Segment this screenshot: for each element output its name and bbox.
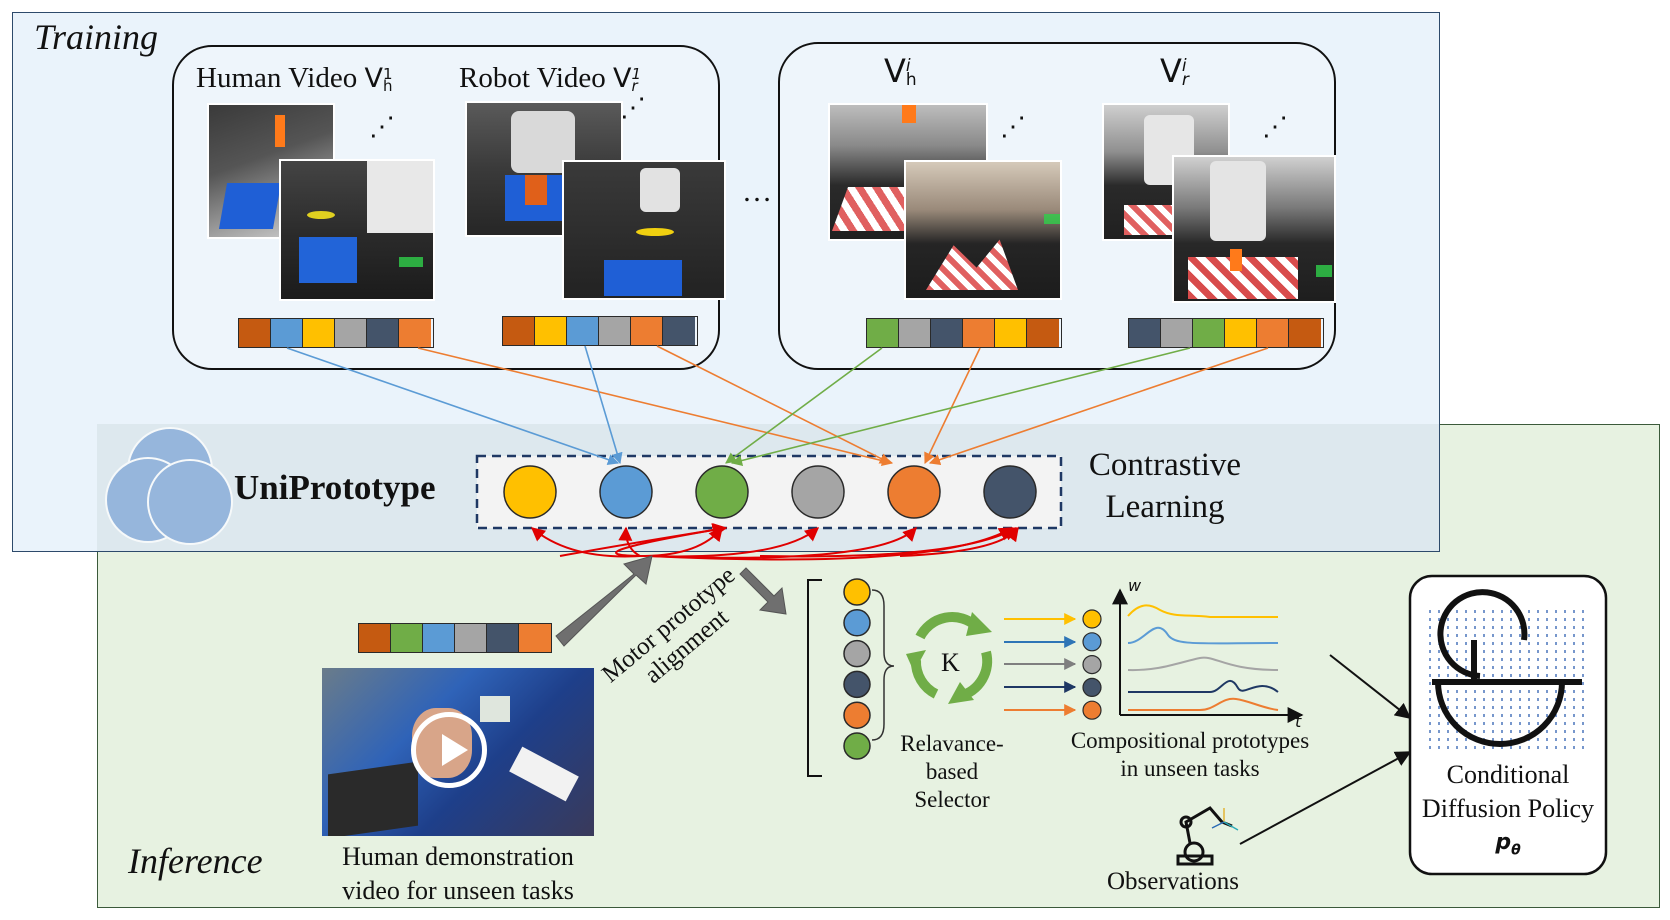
prototype-cell-blue bbox=[271, 319, 303, 347]
ellipsis-2: ⋰ bbox=[620, 93, 646, 122]
prototype-cell-dark_orange bbox=[239, 319, 271, 347]
prototype-cell-yellow bbox=[1225, 319, 1257, 347]
human-i-strip bbox=[866, 318, 1062, 348]
prototype-cell-green bbox=[1193, 319, 1225, 347]
robot-video-i-frame-2 bbox=[1172, 155, 1336, 303]
prototype-cell-orange bbox=[519, 624, 551, 652]
demo-strip bbox=[358, 623, 552, 653]
prototype-cell-yellow bbox=[995, 319, 1027, 347]
prototype-cell-gray bbox=[1161, 319, 1193, 347]
prototype-cell-orange bbox=[1257, 319, 1289, 347]
play-button-icon[interactable] bbox=[411, 712, 487, 788]
prototype-cell-navy bbox=[487, 624, 519, 652]
prototype-cell-dark_orange bbox=[359, 624, 391, 652]
prototype-cell-gray bbox=[599, 317, 631, 345]
ellipsis-4: ⋰ bbox=[1262, 112, 1288, 141]
prototype-cell-navy bbox=[367, 319, 399, 347]
prototype-cell-green bbox=[391, 624, 423, 652]
human-video-frame-2 bbox=[279, 159, 435, 301]
prototype-cell-yellow bbox=[535, 317, 567, 345]
observations-label: Observations bbox=[1107, 868, 1239, 895]
robot-i-strip bbox=[1128, 318, 1324, 348]
inference-title: Inference bbox=[128, 841, 263, 881]
demo-video-thumbnail[interactable] bbox=[322, 668, 594, 836]
prototype-cell-yellow bbox=[303, 319, 335, 347]
prototype-cell-blue bbox=[567, 317, 599, 345]
prototype-cell-navy bbox=[663, 317, 695, 345]
uniprototype-label: UniPrototype bbox=[234, 468, 436, 507]
ellipsis-3: ⋰ bbox=[1000, 112, 1026, 141]
prototype-cell-navy bbox=[1129, 319, 1161, 347]
task-gap-ellipsis: … bbox=[742, 175, 772, 208]
ellipsis-1: ⋰ bbox=[369, 112, 395, 141]
human-video-i-frame-2 bbox=[904, 160, 1062, 300]
training-title: Training bbox=[34, 17, 159, 57]
prototype-cell-orange bbox=[399, 319, 431, 347]
axis-t-label: t bbox=[1295, 712, 1302, 731]
selector-k-label: K bbox=[941, 648, 960, 677]
prototype-cell-dark_orange bbox=[503, 317, 535, 345]
prototype-cell-orange bbox=[963, 319, 995, 347]
prototype-cell-blue bbox=[423, 624, 455, 652]
robot-1-strip bbox=[502, 316, 698, 346]
prototype-cell-orange bbox=[631, 317, 663, 345]
prototype-cell-dark_orange bbox=[1027, 319, 1059, 347]
axis-w-label: w bbox=[1128, 576, 1142, 595]
robot-video-frame-2 bbox=[562, 160, 726, 300]
human-1-strip bbox=[238, 318, 434, 348]
prototype-cell-gray bbox=[899, 319, 931, 347]
prototype-cell-green bbox=[867, 319, 899, 347]
prototype-cell-gray bbox=[455, 624, 487, 652]
prototype-cell-navy bbox=[931, 319, 963, 347]
prototype-cell-dark_orange bbox=[1289, 319, 1321, 347]
prototype-cell-gray bbox=[335, 319, 367, 347]
